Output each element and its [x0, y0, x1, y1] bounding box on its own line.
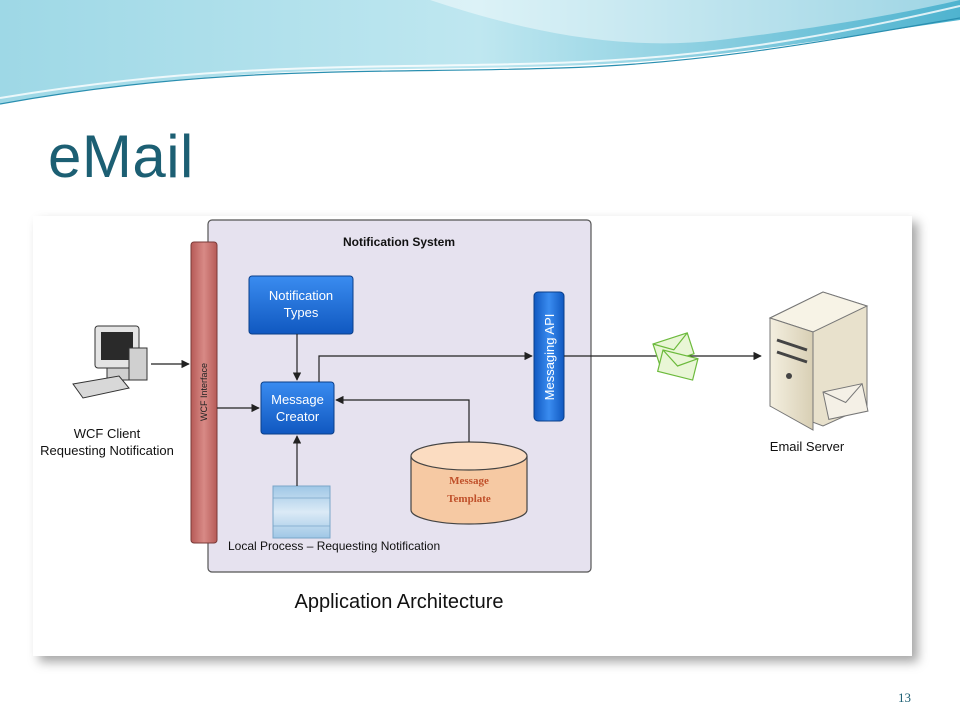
slide-title: eMail — [48, 123, 194, 190]
wcf-interface-label: WCF Interface — [199, 363, 209, 421]
local-process-label: Local Process – Requesting Notification — [228, 539, 440, 553]
message-creator-box — [260, 381, 335, 435]
diagram-caption: Application Architecture — [294, 591, 503, 613]
arrow-template-to-creator — [335, 395, 470, 442]
client-label-line1: WCF Client — [74, 426, 141, 441]
message-template-line1: Message — [449, 475, 489, 487]
message-template-line2: Template — [447, 493, 491, 505]
arrow-creator-to-api — [318, 351, 533, 382]
computer-icon — [72, 325, 148, 399]
email-server-label: Email Server — [770, 439, 845, 454]
wcf-interface-bar — [190, 241, 218, 544]
notification-types-box — [248, 275, 354, 335]
notification-system-title: Notification System — [343, 235, 455, 249]
server-icon — [768, 291, 869, 431]
messaging-api-label: Messaging API — [542, 314, 557, 401]
local-process-icon — [272, 485, 331, 539]
message-template-db — [410, 441, 528, 525]
client-label-line2: Requesting Notification — [40, 443, 174, 458]
message-creator-line1: Message — [271, 392, 324, 407]
notification-types-line2: Types — [284, 305, 319, 320]
envelope-icon — [652, 332, 699, 381]
page-number: 13 — [898, 690, 911, 705]
header-wave — [0, 0, 960, 105]
architecture-diagram: Notification System WCF Interface Notifi… — [33, 216, 912, 656]
notification-types-line1: Notification — [269, 288, 333, 303]
message-creator-line2: Creator — [276, 409, 320, 424]
